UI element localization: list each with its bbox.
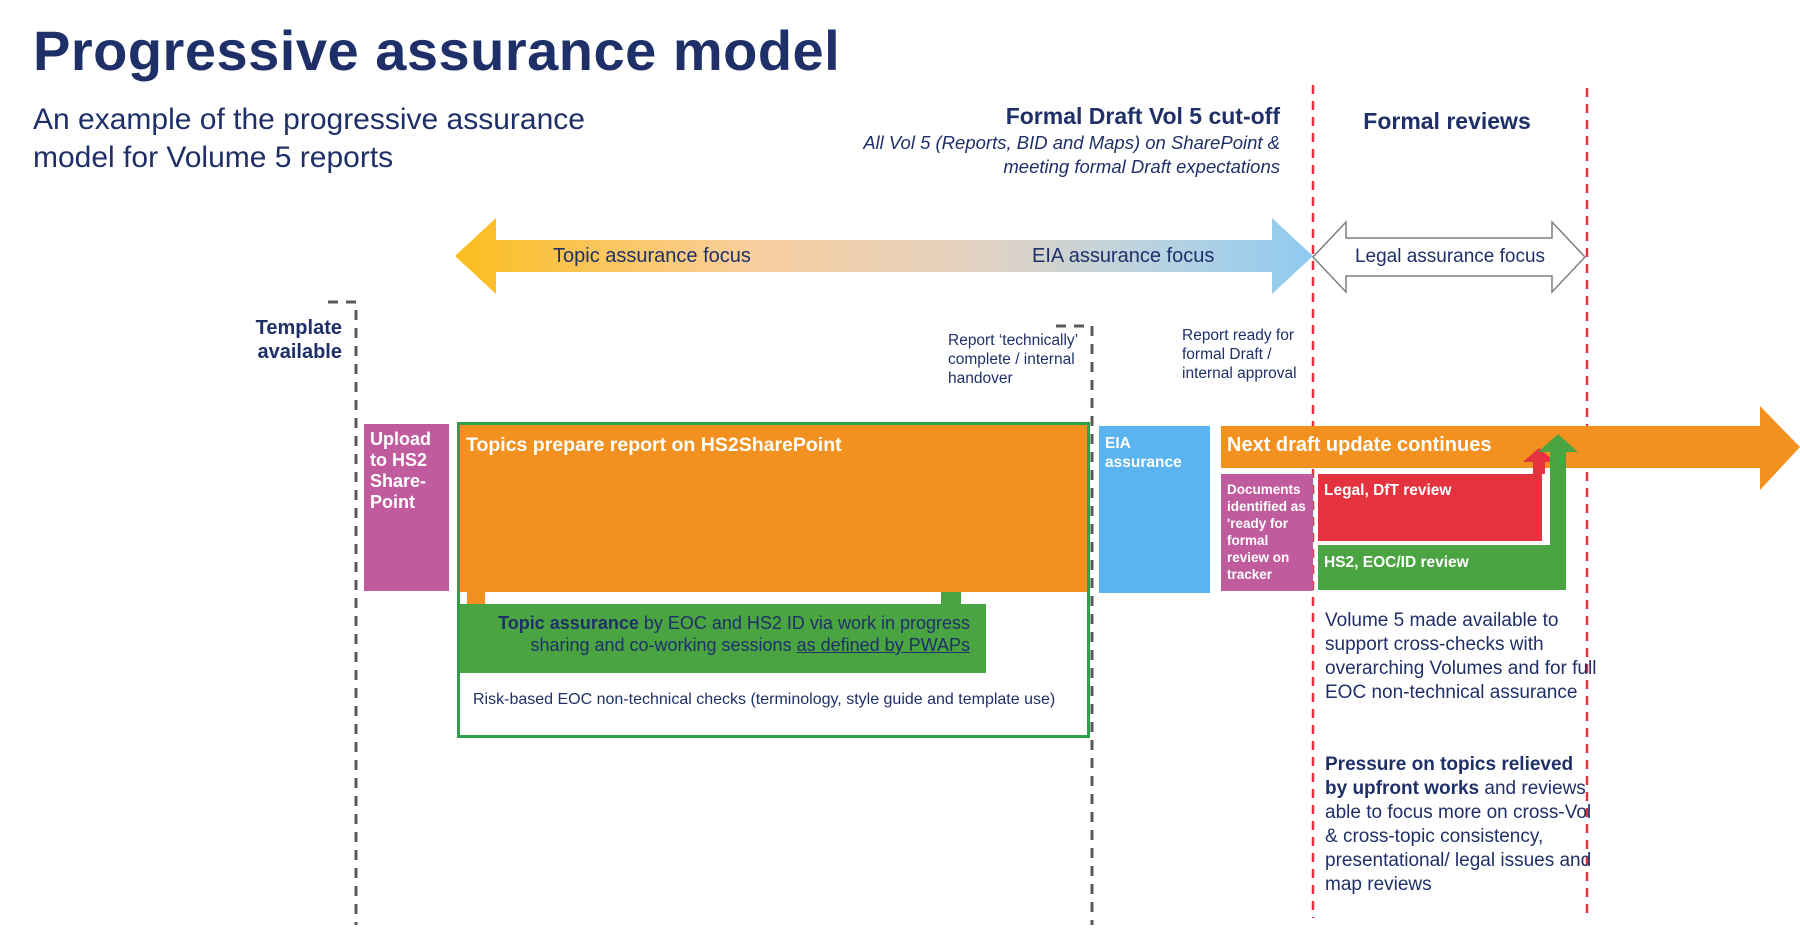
pressure-text: Pressure on topics relieved by upfront w… bbox=[1325, 753, 1597, 897]
topic-assurance-rest: by EOC and HS2 ID via work in progress s… bbox=[530, 613, 970, 655]
legal-review-box: Legal, DfT review bbox=[1318, 474, 1542, 541]
green-up-arrow-hs2 bbox=[1538, 434, 1578, 545]
topics-prepare-label: Topics prepare report on HS2SharePoint bbox=[466, 434, 842, 456]
legal-focus-arrow bbox=[1311, 220, 1587, 294]
handover-marker-line bbox=[1056, 324, 1094, 925]
legal-review-label: Legal, DfT review bbox=[1324, 482, 1452, 499]
eia-assurance-label: EIA assurance bbox=[1105, 435, 1182, 471]
pressure-rest: and reviews able to focus more on cross-… bbox=[1325, 778, 1592, 895]
upload-label: Upload to HS2 Share-Point bbox=[370, 429, 431, 512]
pwaps-link-text: as defined by PWAPs bbox=[796, 635, 970, 655]
topic-eia-focus-arrow bbox=[455, 218, 1313, 294]
cutoff-heading: Formal Draft Vol 5 cut-off bbox=[1005, 103, 1280, 129]
next-draft-arrow bbox=[1221, 406, 1800, 490]
topic-assurance-bold: Topic assurance bbox=[498, 613, 639, 633]
pressure-bold: Pressure on topics relieved by upfront w… bbox=[1325, 754, 1574, 799]
eia-focus-label: EIA assurance focus bbox=[1032, 245, 1215, 267]
documents-label: Documents identified as 'ready for forma… bbox=[1227, 482, 1306, 582]
next-draft-label: Next draft update continues bbox=[1227, 434, 1492, 456]
template-available-label: Template available bbox=[255, 317, 342, 363]
topics-prepare-box: Topics prepare report on HS2SharePoint bbox=[460, 425, 1088, 592]
template-marker-line bbox=[328, 300, 358, 925]
technically-complete-note: Report ‘technically’ complete / internal… bbox=[948, 332, 1078, 387]
topic-focus-label: Topic assurance focus bbox=[553, 245, 751, 267]
formal-reviews-heading: Formal reviews bbox=[1363, 108, 1531, 134]
red-up-arrow bbox=[1523, 448, 1555, 474]
eia-assurance-box: EIA assurance bbox=[1099, 426, 1210, 593]
cutoff-description: All Vol 5 (Reports, BID and Maps) on Sha… bbox=[863, 132, 1280, 177]
topic-assurance-box bbox=[460, 604, 986, 673]
hs2-review-label: HS2, EOC/ID review bbox=[1324, 554, 1469, 571]
page-subtitle: An example of the progressive assurance … bbox=[33, 103, 585, 174]
ready-formal-note: Report ready for formal Draft / internal… bbox=[1182, 327, 1297, 382]
hs2-review-box: HS2, EOC/ID review bbox=[1318, 545, 1566, 590]
topic-stage-outline bbox=[457, 422, 1090, 738]
documents-box: Documents identified as 'ready for forma… bbox=[1221, 474, 1313, 591]
legal-focus-label: Legal assurance focus bbox=[1354, 246, 1546, 267]
topic-assurance-text: Topic assurance by EOC and HS2 ID via wo… bbox=[465, 612, 970, 656]
upload-box: Upload to HS2 Share-Point bbox=[364, 424, 449, 591]
page-title: Progressive assurance model bbox=[33, 19, 841, 82]
risk-checks-text: Risk-based EOC non-technical checks (ter… bbox=[473, 691, 1056, 708]
volume5-text: Volume 5 made available to support cross… bbox=[1325, 610, 1597, 703]
